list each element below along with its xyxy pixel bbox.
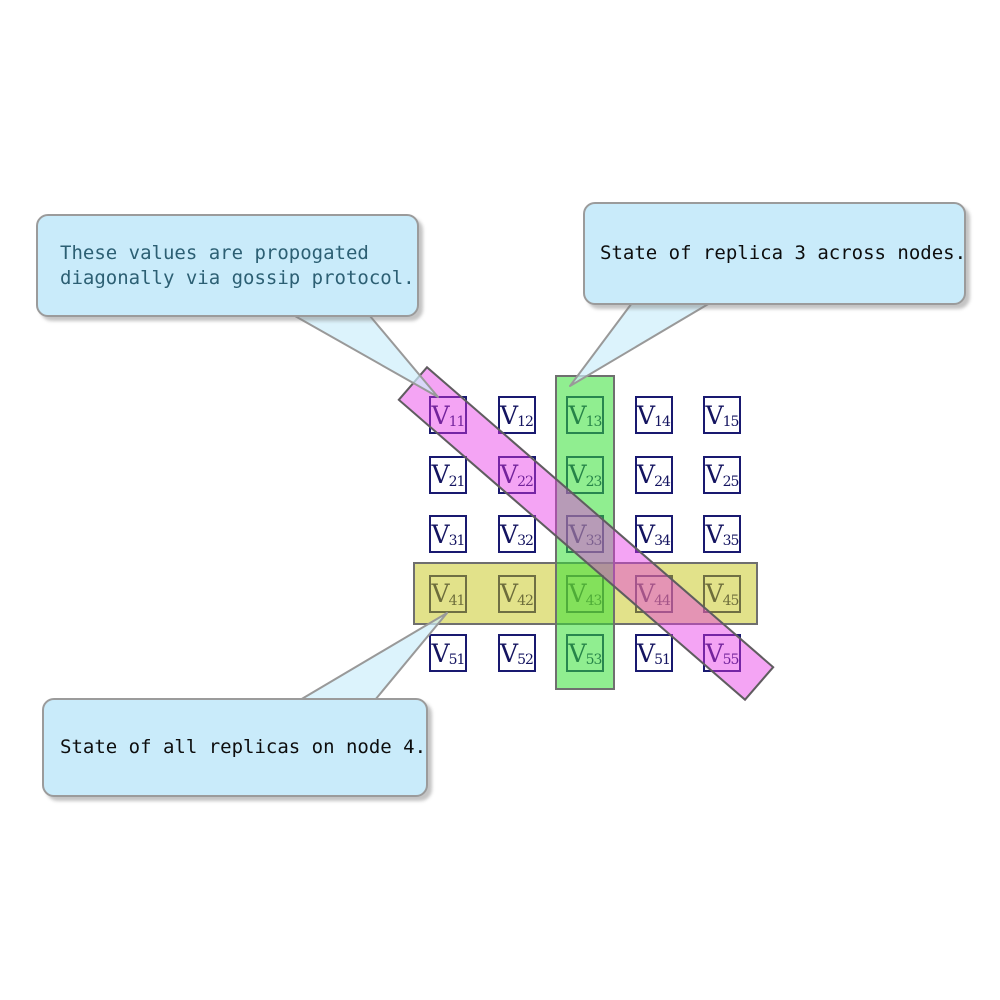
node-callout: State of all replicas on node 4. xyxy=(42,698,428,797)
gossip-callout-line1: These values are propogated xyxy=(60,241,369,264)
replica-callout: State of replica 3 across nodes. xyxy=(583,202,966,305)
replica-callout-line1: State of replica 3 across nodes. xyxy=(600,242,967,264)
gossip-callout: These values are propogated diagonally v… xyxy=(36,214,419,317)
node-callout-tail xyxy=(299,612,448,701)
node-callout-line1: State of all replicas on node 4. xyxy=(60,736,427,758)
gossip-callout-line2: diagonally via gossip protocol. xyxy=(60,266,415,289)
highlight-band-replica3-column xyxy=(555,375,615,690)
replica-callout-tail xyxy=(569,302,711,387)
